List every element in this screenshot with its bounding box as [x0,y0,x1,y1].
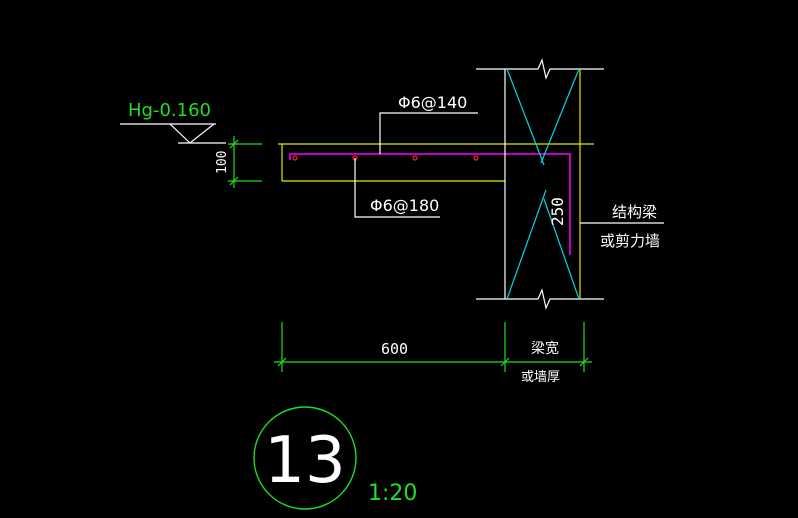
width-label-line2: 或墙厚 [521,370,560,385]
slab-thickness-label: 100 [215,151,230,174]
beam-dimension-label: 250 [548,197,567,226]
hatch-line [540,68,580,164]
span-dimension-label: 600 [381,340,408,358]
side-note: 结构梁 或剪力墙 [580,203,664,250]
bottom-rebar-leader [354,158,440,218]
top-rebar-callout: Φ6@140 [379,93,478,154]
thickness-tick-bottom [229,176,239,186]
hatch-line [506,189,547,300]
thickness-tick-top [229,139,239,149]
detail-number: 13 [264,424,345,498]
scale-label: 1:20 [368,481,417,506]
slab-thickness-dimension: 100 [215,136,262,188]
beam-section: 250 [476,58,604,310]
top-break-line [476,58,604,80]
detail-marker: 13 1:20 [253,406,417,510]
elevation-marker: Hg-0.160 [120,100,226,144]
span-dimension: 600 梁宽 或墙厚 [274,322,592,385]
side-note-line1: 结构梁 [612,203,657,221]
top-rebar-label: Φ6@140 [398,93,467,112]
elevation-label: Hg-0.160 [128,100,211,121]
hatch-line [506,68,545,166]
rebar-dot [412,155,418,161]
rebar-dot [292,155,298,161]
top-rebar-leader [379,112,478,154]
detail-circle [253,406,357,510]
distribution-bars [292,155,479,161]
width-label-line1: 梁宽 [531,340,559,357]
span-tick [500,357,510,367]
side-note-line2: 或剪力墙 [600,232,660,250]
hatch-line [543,198,580,300]
rebar-dot [473,155,479,161]
slab-outline [278,143,594,182]
bottom-rebar-label: Φ6@180 [370,196,439,215]
top-rebar-line [289,153,571,255]
bottom-break-line [476,288,604,310]
span-tick [579,357,589,367]
bottom-rebar-callout: Φ6@180 [354,158,440,218]
span-tick [277,357,287,367]
